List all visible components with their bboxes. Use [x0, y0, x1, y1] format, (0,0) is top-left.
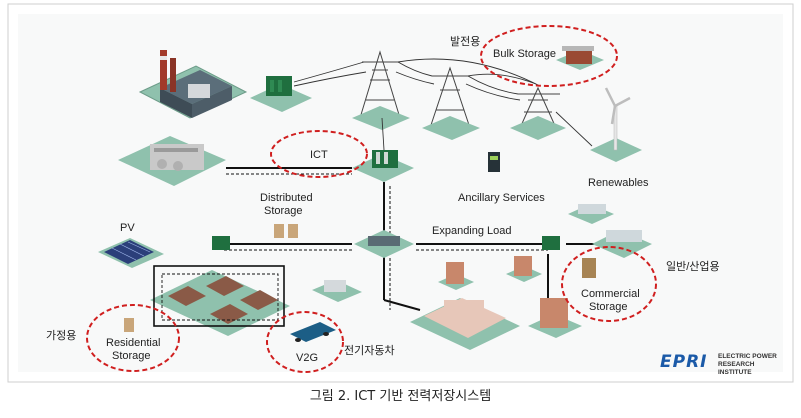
tower-base [510, 116, 566, 140]
distribution-node [354, 230, 414, 258]
substation-transformer [250, 76, 312, 112]
label-commercial-storage-1: Commercial [581, 288, 640, 300]
label-distributed-storage-2: Storage [264, 205, 303, 217]
commercial-buildings [568, 204, 652, 258]
label-electric-vehicle: 전기자동차 [344, 344, 395, 357]
ict-substation [352, 150, 414, 182]
residential-neighborhood [150, 270, 290, 336]
transmission-lines [293, 58, 541, 101]
label-distributed-storage-1: Distributed [260, 192, 313, 204]
label-ict: ICT [310, 149, 328, 161]
label-household: 가정용 [46, 329, 76, 342]
label-bulk-generation: 발전용 [450, 35, 480, 48]
label-residential-storage-1: Residential [106, 337, 160, 349]
residential-storage-highlight [86, 304, 180, 372]
tower-base [352, 106, 410, 130]
highlight-ellipses [86, 25, 657, 373]
wind-turbine [590, 87, 642, 162]
residential-storage-unit [124, 318, 134, 332]
pv-panels [98, 238, 164, 268]
label-expanding-load: Expanding Load [432, 225, 512, 237]
label-v2g: V2G [296, 352, 318, 364]
ict-highlight [270, 130, 368, 178]
apartment-buildings [438, 256, 582, 338]
residential-grid-box [153, 265, 285, 327]
bulk-storage-building [556, 46, 604, 70]
industrial-facility [118, 136, 226, 186]
commercial-storage-unit [582, 258, 596, 278]
label-renewables: Renewables [588, 177, 649, 189]
label-general-industrial: 일반/산업용 [666, 259, 720, 273]
label-residential-storage-2: Storage [112, 350, 151, 362]
label-pv: PV [120, 222, 135, 234]
label-ancillary-services: Ancillary Services [458, 192, 545, 204]
epri-logo-line2: RESEARCH INSTITUTE [718, 361, 755, 376]
transmission-towers [359, 50, 560, 129]
distributed-storage-units [274, 224, 298, 238]
bulk-storage-highlight [480, 25, 618, 87]
tower-base [422, 116, 480, 140]
transformer-left [212, 236, 230, 250]
v2g-highlight [266, 311, 344, 373]
distribution-lines [224, 167, 600, 311]
epri-logo-text: ELECTRIC POWER RESEARCH INSTITUTE [718, 353, 780, 377]
ev-charging-station [312, 280, 362, 302]
power-plant [138, 50, 248, 119]
epri-logo: EPRI ELECTRIC POWER RESEARCH INSTITUTE [660, 352, 780, 377]
dashed-ict-lines [224, 173, 548, 310]
epri-logo-mark: EPRI [660, 352, 708, 372]
epri-logo-line1: ELECTRIC POWER [718, 353, 777, 360]
label-commercial-storage-2: Storage [589, 301, 628, 313]
ancillary-services-unit [488, 152, 500, 172]
commercial-storage-highlight [561, 246, 657, 322]
figure-caption: 그림 2. ICT 기반 전력저장시스템 [309, 389, 492, 404]
feeder-line [381, 117, 385, 151]
renewables-line [555, 111, 593, 147]
large-factory [410, 298, 520, 350]
electric-vehicle [290, 322, 336, 342]
label-bulk-storage: Bulk Storage [493, 48, 556, 60]
transformer-right [542, 236, 560, 250]
